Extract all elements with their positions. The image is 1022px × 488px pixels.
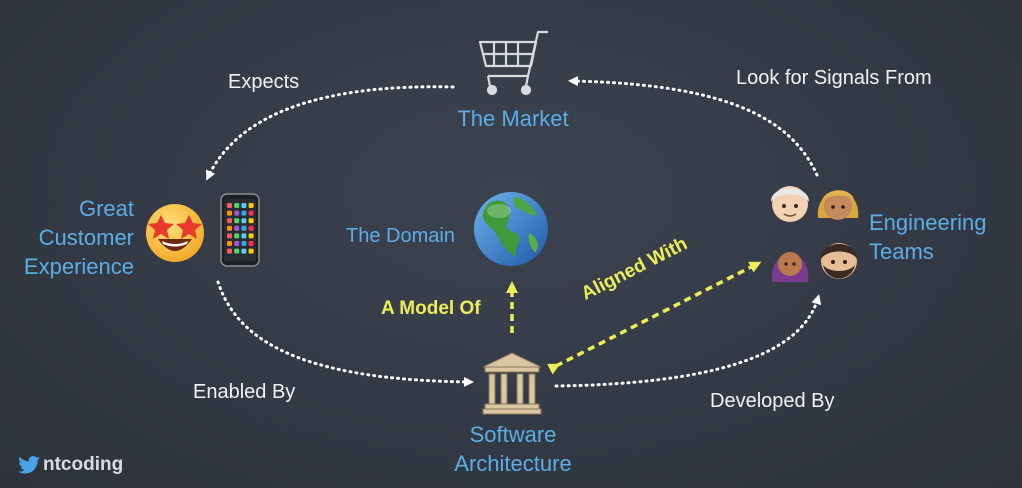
woman-blond-emoji-icon	[817, 190, 859, 220]
edge-developed-by-label: Developed By	[710, 390, 835, 412]
arrow-architecture-to-teams	[554, 294, 822, 388]
man-beard-emoji-icon	[821, 243, 857, 279]
node-architecture-label-line2: Architecture	[454, 451, 572, 476]
globe-icon	[474, 192, 548, 266]
node-teams-label-line2: Teams	[869, 239, 934, 264]
node-customer-label-line2: Customer	[38, 225, 134, 250]
arrow-customer-to-architecture	[216, 280, 474, 387]
twitter-handle: ntcoding	[18, 454, 123, 476]
node-teams-label-line1: Engineering	[869, 210, 987, 235]
older-person-emoji-icon	[770, 186, 810, 222]
edge-enabled-by-label: Enabled By	[193, 381, 296, 403]
woman-headscarf-emoji-icon	[771, 252, 809, 282]
node-architecture-label-line1: Software	[469, 422, 557, 447]
shopping-cart-icon	[478, 30, 548, 96]
arrow-market-to-customer	[206, 85, 455, 181]
edge-model-of-label: A Model Of	[381, 298, 481, 319]
edge-signals-label: Look for Signals From	[736, 67, 932, 89]
twitter-handle-text: ntcoding	[43, 454, 124, 475]
arrow-teams-to-market	[568, 76, 819, 177]
twitter-bird-icon	[18, 456, 40, 474]
node-customer-label-line3: Experience	[23, 254, 134, 279]
node-market-label: The Market	[457, 106, 569, 131]
node-customer-label-line1: Great	[78, 196, 134, 221]
star-struck-emoji-icon	[146, 204, 204, 262]
arrow-aligned-with	[547, 261, 762, 375]
node-domain-label: The Domain	[346, 225, 455, 247]
people-emoji-icons	[770, 186, 859, 282]
classical-building-icon	[482, 352, 542, 415]
smartphone-icon	[220, 193, 260, 267]
edge-expects-label: Expects	[228, 71, 300, 93]
